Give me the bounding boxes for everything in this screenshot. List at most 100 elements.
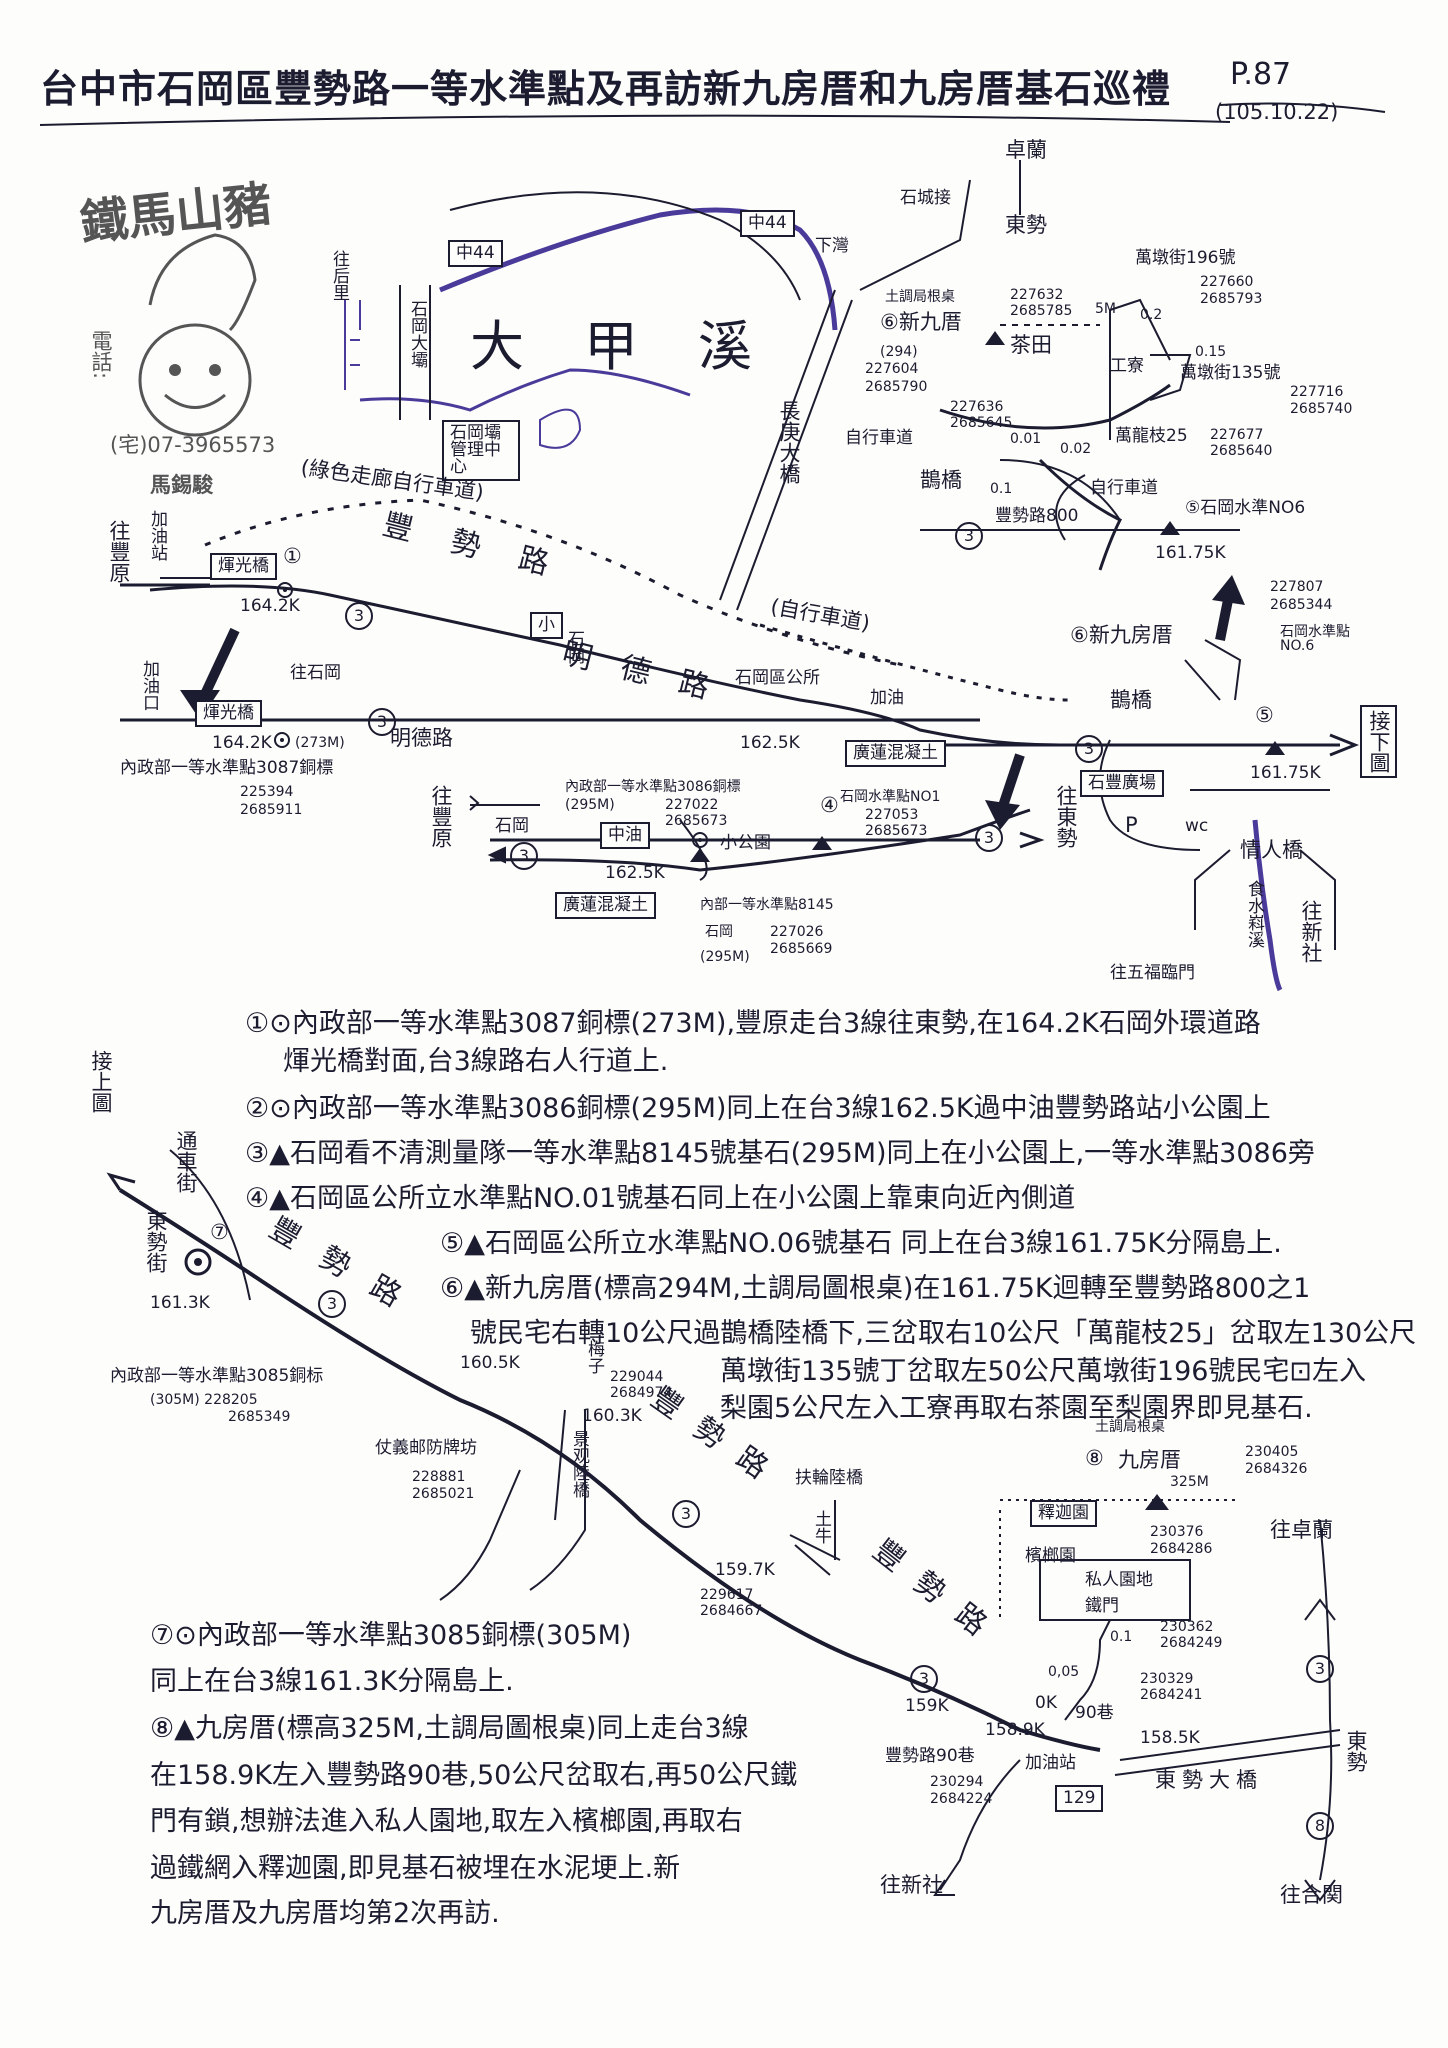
- stamp-author: 馬錫駿: [150, 473, 213, 497]
- mark-5-label: ⑤: [1255, 703, 1274, 727]
- dongshi-bridge-label: 東勢大橋: [1155, 1768, 1263, 1792]
- binlang-label: 檳榔園: [1025, 1546, 1076, 1566]
- to-fengyuan-a-label: 往豐原: [107, 520, 131, 583]
- km-1625-b-label: 162.5K: [605, 863, 665, 883]
- bm-n01-label: 石岡水準點NO1: [840, 789, 941, 805]
- km-1605-label: 160.5K: [460, 1353, 520, 1373]
- bm8145-elev: (295M): [700, 949, 750, 965]
- to-dongshi-a-label: 往東勢: [1054, 785, 1078, 848]
- note-2: ②⊙內政部一等水準點3086銅標(295M)同上在台3線162.5K過中油豐勢路…: [245, 1093, 1271, 1124]
- lane90-label: 90巷: [1075, 1703, 1114, 1723]
- ig-c1: 230362: [1160, 1619, 1214, 1635]
- to-shigang-label: 往石岡: [290, 663, 341, 683]
- road-fengshi-main: [149, 584, 1061, 747]
- bm8145-label: 內部一等水準點8145: [700, 897, 834, 913]
- inset-coord-c2: 2685645: [950, 415, 1013, 431]
- to-xinshe-a-label: 往新社: [1299, 900, 1323, 963]
- elev-295-label: (295M): [565, 797, 615, 813]
- inset-bike-a: 自行車道: [845, 428, 913, 448]
- km-16175-label: 161.75K: [1250, 763, 1321, 783]
- inset-c196-1: 227660: [1200, 274, 1254, 290]
- queqiao-label: 鵲橋: [1110, 688, 1152, 712]
- note-8d: 過鐵網入釋迦園,即見基石被埋在水泥埂上.新: [150, 1853, 681, 1884]
- shishui-canal-label: 食水嵙溪: [1244, 880, 1264, 948]
- route3-badge-a: 3: [345, 602, 373, 630]
- note-5: ⑤▲石岡區公所立水準點NO.06號基石 同上在台3線161.75K分隔島上.: [440, 1228, 1282, 1259]
- gas-station-c-label: 加油: [870, 688, 904, 708]
- route3-badge-i: 3: [1306, 1655, 1334, 1683]
- note-1b: 煇光橋對面,台3線路右人行道上.: [283, 1046, 669, 1077]
- inset-coord-b2: 2685785: [1010, 303, 1073, 319]
- p-c2: 2684241: [1140, 1687, 1203, 1703]
- changgeng-bridge-label: 長庚大橋: [777, 400, 801, 484]
- inset-d-5m: 5M: [1095, 301, 1116, 317]
- road-zhong44-label-b: 中44: [740, 210, 795, 237]
- jiufang-elev: 325M: [1170, 1474, 1209, 1490]
- dongshi-street-label: 東勢街: [144, 1210, 168, 1273]
- jf-c2: 2684326: [1245, 1461, 1308, 1477]
- route3-badge-b: 3: [368, 708, 396, 736]
- inset-tudiao: 土調局根桌: [885, 289, 955, 305]
- d-01-label: 0.1: [1110, 1629, 1133, 1645]
- c1597-1: 229617: [700, 1587, 754, 1603]
- inset-d-01: 0.1: [990, 481, 1013, 497]
- km-1603-label: 160.3K: [582, 1406, 642, 1426]
- bm8145-coord1: 227026: [770, 924, 824, 940]
- shijia-label: 釋迦園: [1030, 1500, 1097, 1527]
- inset-coord-a2: 2685790: [865, 379, 928, 395]
- note-3: ③▲石岡看不清測量隊一等水準點8145號基石(295M)同上在小公園上,一等水準…: [245, 1138, 1315, 1169]
- f90-c1: 230294: [930, 1774, 984, 1790]
- inset-elev294: (294): [880, 344, 918, 360]
- km-1642-a-label: 164.2K: [240, 596, 300, 616]
- inset-shicheng: 石城接: [900, 188, 951, 208]
- inset-route3-badge: 3: [955, 522, 983, 550]
- inset-d-002: 0.02: [1060, 441, 1092, 457]
- stamp-phone: (宅)07-3965573: [110, 433, 276, 457]
- km-1642-b-label: 164.2K: [212, 733, 272, 753]
- inset-d-001: 0.01: [1010, 431, 1042, 447]
- mark-1-label: ①: [283, 544, 302, 568]
- c1597-2: 2684667: [700, 1603, 763, 1619]
- note-6b: 號民宅右轉10公尺過鵲橋陸橋下,三岔取右10公尺「萬龍枝25」岔取左130公尺: [470, 1318, 1417, 1349]
- note-6d: 梨園5公尺左入工寮再取右茶園至梨園界即見基石.: [720, 1393, 1313, 1424]
- note-8b: 在158.9K左入豐勢路90巷,50公尺岔取右,再50公尺鐵: [150, 1760, 798, 1791]
- memorial-label: 仗義邮防牌坊: [375, 1438, 477, 1458]
- inset-wandun135: 萬墩街135號: [1180, 363, 1281, 383]
- mem-coord2: 2685021: [412, 1486, 475, 1502]
- km-0-label: 0K: [1035, 1693, 1057, 1713]
- new-jiufang-a-label: ⑥新九房厝: [1070, 623, 1173, 647]
- note-8e: 九房厝及九房厝均第2次再訪.: [150, 1898, 500, 1929]
- ig-c2: 2684249: [1160, 1635, 1223, 1651]
- meizi-coord2: 2684974: [610, 1385, 673, 1401]
- inset-no6: ⑤石岡水準NO6: [1185, 498, 1306, 518]
- inset-coord-c1: 227636: [950, 399, 1004, 415]
- inset-bike-b: 自行車道: [1090, 478, 1158, 498]
- bl-c2: 2684286: [1150, 1541, 1213, 1557]
- road-zhong44-label-a: 中44: [448, 240, 503, 267]
- n06-coord1: 227807: [1270, 579, 1324, 595]
- tongche-street-label: 通車街: [174, 1130, 198, 1193]
- bm3086-coord1: 227022: [665, 797, 719, 813]
- page-date: (105.10.22): [1215, 100, 1339, 124]
- km-1625-a-label: 162.5K: [740, 733, 800, 753]
- district-office-label: 石岡區公所: [735, 668, 820, 688]
- river-label: 大甲溪: [470, 315, 812, 378]
- iron-gate-label: 鐵門: [1085, 1596, 1119, 1616]
- inset-c135-2: 2685740: [1290, 401, 1353, 417]
- inset-zhuolan: 卓蘭: [1005, 138, 1047, 162]
- bm3086-label: 內政部一等水準點3086銅標: [565, 779, 741, 795]
- route8-badge: 8: [1306, 1812, 1334, 1840]
- bm3085-meta: (305M) 228205: [150, 1392, 258, 1408]
- river-south-bank: [359, 368, 691, 412]
- jiufang-tudiao: 土調局根桌: [1095, 1419, 1165, 1435]
- gas-station-b-label: 加油口: [139, 660, 159, 711]
- gas-label: 加油站: [1025, 1753, 1076, 1773]
- km-159-label: 159K: [905, 1696, 949, 1716]
- elev-273-label: (273M): [295, 735, 345, 751]
- meizi-coord1: 229044: [610, 1369, 664, 1385]
- route3-badge-g: 3: [672, 1500, 700, 1528]
- park-label: 小公園: [720, 833, 771, 853]
- inset-c135-1: 227716: [1290, 384, 1344, 400]
